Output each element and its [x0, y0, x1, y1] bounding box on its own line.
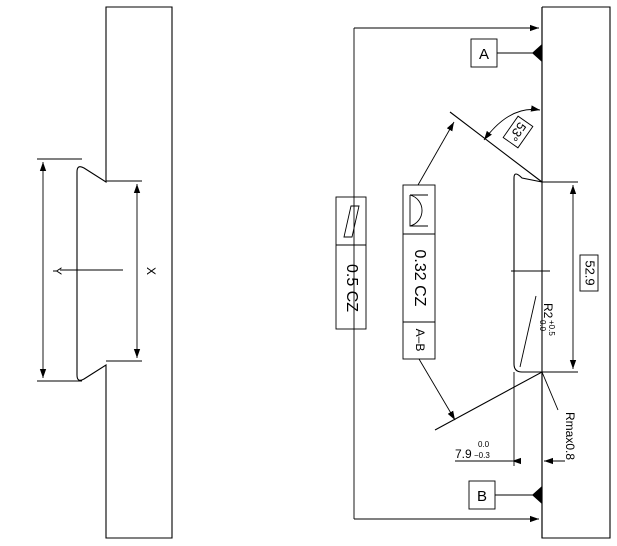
datum-b: B [468, 480, 542, 510]
datum-b-triangle-icon [532, 486, 542, 504]
profile-symbol-icon [409, 194, 428, 227]
dim-x-label: X [144, 267, 158, 275]
roughness-label: Rmax0.8 [563, 412, 577, 460]
profile-leader-bottom [418, 358, 456, 421]
datum-a: A [470, 38, 542, 68]
depth-tol-upper: 0.0 [478, 440, 490, 449]
datum-b-label: B [477, 488, 487, 505]
parallelism-symbol-icon [343, 205, 360, 238]
height-dimension: 52.9 [542, 181, 599, 373]
datum-a-label: A [479, 46, 489, 63]
height-label: 52.9 [583, 260, 598, 285]
depth-dimension: 7.9 0.0 −0.3 [455, 372, 565, 466]
depth-label: 7.9 [455, 447, 472, 461]
radius-label: R2 [541, 303, 555, 319]
radius-callout: R2 +0.5 0.0 [519, 295, 556, 368]
radius-tol-lower: 0.0 [538, 320, 547, 332]
radius-tol-upper: +0.5 [547, 320, 556, 336]
depth-tol-lower: −0.3 [474, 451, 490, 460]
fcf-profile: 0.32 CZ A–B [402, 121, 456, 421]
parallelism-leader [353, 24, 539, 523]
datum-a-triangle-icon [532, 44, 542, 62]
profile-datum: A–B [413, 329, 427, 352]
left-dimension-y: Y [37, 158, 82, 382]
profile-tolerance: 0.32 CZ [411, 250, 428, 307]
parallelism-tolerance: 0.5 CZ [343, 264, 360, 312]
angle-label: 53° [506, 119, 530, 144]
left-dimension-x: X [106, 180, 158, 362]
roughness-callout: Rmax0.8 [541, 371, 577, 460]
left-part-outline [76, 6, 173, 539]
fcf-parallelism: 0.5 CZ [335, 196, 367, 330]
dim-y-label: Y [50, 267, 64, 275]
angle-dimension: 53° [483, 105, 541, 149]
profile-leader-top [417, 121, 455, 186]
